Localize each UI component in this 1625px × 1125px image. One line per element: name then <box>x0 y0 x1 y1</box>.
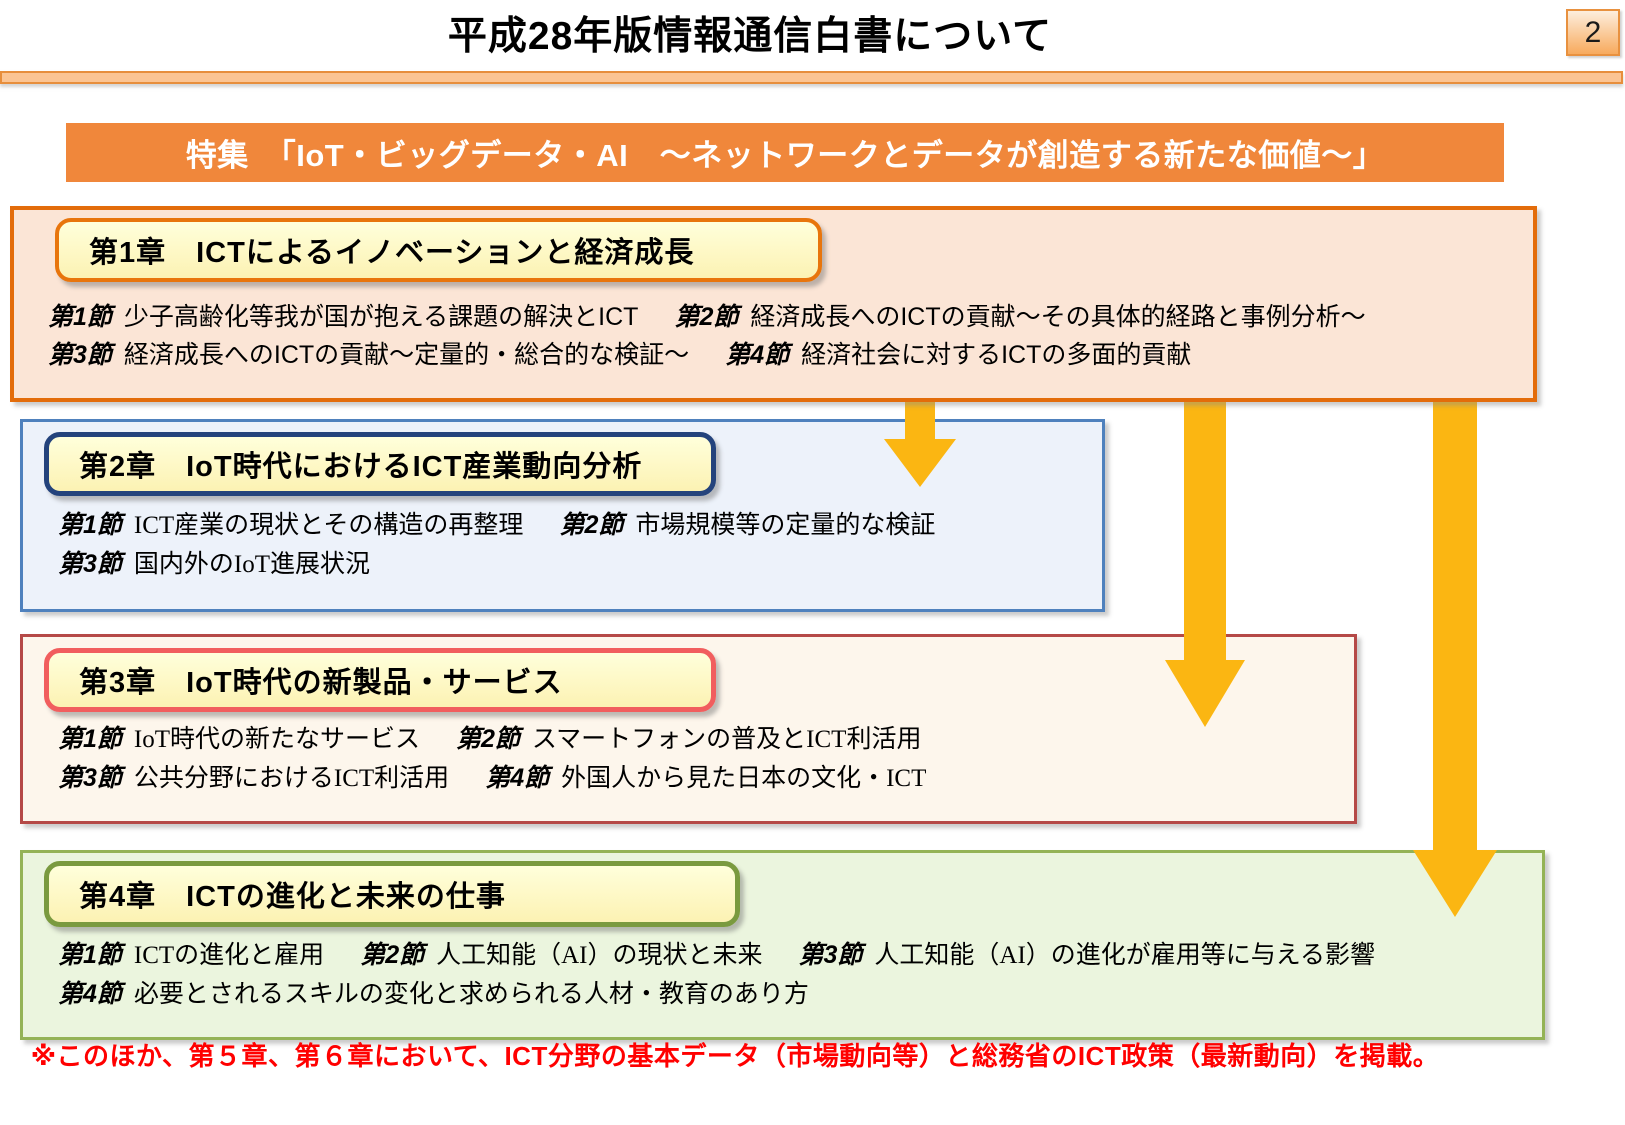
feature-band: 特集 「IoT・ビッグデータ・AI ～ネットワークとデータが創造する新たな価値～… <box>66 123 1504 182</box>
section-number-label: 第2節 <box>360 941 425 969</box>
section-title-text: IoT時代の新たなサービス <box>133 726 421 753</box>
section-title-text: ICT産業の現状とその構造の再整理 <box>133 512 524 539</box>
chapter2-title: 第2章 IoT時代におけるICT産業動向分析 <box>79 451 643 483</box>
chapter4-title-pill: 第4章 ICTの進化と未来の仕事 <box>44 861 740 927</box>
page-title: 平成28年版情報通信白書について <box>447 15 1053 58</box>
section-title-text: ICTの進化と雇用 <box>133 942 325 969</box>
section-number-label: 第1節 <box>58 511 122 539</box>
section-title-text: 経済成長へのICTの貢献～定量的・総合的な検証～ <box>123 341 690 369</box>
section-number-label: 第2節 <box>559 511 624 539</box>
section-title-text: スマートフォンの普及とICT利活用 <box>531 726 922 753</box>
section-line: 第3節公共分野におけるICT利活用 第4節外国人から見た日本の文化・ICT <box>58 759 1338 798</box>
chapter3-sections: 第1節 IoT時代の新たなサービス 第2節スマートフォンの普及とICT利活用第3節公… <box>58 720 1338 798</box>
page-number-badge: 2 <box>1566 9 1620 56</box>
chapter1-title-pill: 第1章 ICTによるイノベーションと経済成長 <box>55 218 822 282</box>
section-title-text: 経済社会に対するICTの多面的貢献 <box>801 341 1192 369</box>
section-line: 第1節 IoT時代の新たなサービス 第2節スマートフォンの普及とICT利活用 <box>58 720 1338 759</box>
chapter4-sections: 第1節 ICTの進化と雇用 第2節人工知能（AI）の現状と未来 第3節人工知能（AI）… <box>58 936 1528 1014</box>
footnote: ※このほか、第５章、第６章において、ICT分野の基本データ（市場動向等）と総務省… <box>30 1041 1440 1071</box>
section-number-label: 第3節 <box>798 941 863 969</box>
section-line: 第3節国内外のIoT進展状況 <box>58 545 1078 584</box>
section-title-text: 市場規模等の定量的な検証 <box>635 512 936 539</box>
section-title-text: 公共分野におけるICT利活用 <box>133 765 450 792</box>
section-line: 第1節 ICTの進化と雇用 第2節人工知能（AI）の現状と未来 第3節人工知能（AI）… <box>58 936 1528 975</box>
feature-band-text: 特集 「IoT・ビッグデータ・AI ～ネットワークとデータが創造する新たな価値～… <box>185 138 1385 173</box>
section-title-text: 国内外のIoT進展状況 <box>133 551 371 578</box>
section-title-text: 少子高齢化等我が国が抱える課題の解決とICT <box>123 303 639 331</box>
section-number-label: 第3節 <box>48 341 112 369</box>
section-title-text: 人工知能（AI）の現状と未来 <box>436 942 763 969</box>
section-title-text: 外国人から見た日本の文化・ICT <box>561 765 927 792</box>
chapter2-title-pill: 第2章 IoT時代におけるICT産業動向分析 <box>44 432 716 496</box>
section-title-text: 必要とされるスキルの変化と求められる人材・教育のあり方 <box>133 981 809 1008</box>
section-line: 第1節 ICT産業の現状とその構造の再整理 第2節市場規模等の定量的な検証 <box>58 506 1078 545</box>
chapter2-sections: 第1節 ICT産業の現状とその構造の再整理 第2節市場規模等の定量的な検証第3節国内… <box>58 506 1078 584</box>
section-number-label: 第2節 <box>456 725 520 753</box>
section-number-label: 第2節 <box>674 303 739 331</box>
chapter4-title: 第4章 ICTの進化と未来の仕事 <box>79 881 506 913</box>
section-number-label: 第4節 <box>58 980 122 1008</box>
section-number-label: 第3節 <box>58 764 122 792</box>
section-line: 第4節必要とされるスキルの変化と求められる人材・教育のあり方 <box>58 975 1528 1014</box>
section-title-text: 人工知能（AI）の進化が雇用等に与える影響 <box>874 942 1376 969</box>
section-line: 第3節経済成長へのICTの貢献～定量的・総合的な検証～ 第4節経済社会に対するIC… <box>48 336 1518 374</box>
chapter3-title-pill: 第3章 IoT時代の新製品・サービス <box>44 648 716 712</box>
header-divider-bar <box>0 71 1623 84</box>
section-number-label: 第1節 <box>48 303 112 331</box>
chapter1-title: 第1章 ICTによるイノベーションと経済成長 <box>89 237 695 269</box>
section-number-label: 第4節 <box>725 341 790 369</box>
section-line: 第1節少子高齢化等我が国が抱える課題の解決とICT 第2節経済成長へのICTの貢献… <box>48 298 1518 336</box>
section-number-label: 第1節 <box>58 941 122 969</box>
page-number: 2 <box>1584 15 1602 49</box>
flow-arrow-ch1-to-ch3-icon <box>1165 390 1245 727</box>
section-number-label: 第4節 <box>485 764 550 792</box>
section-number-label: 第1節 <box>58 725 122 753</box>
section-title-text: 経済成長へのICTの貢献～その具体的経路と事例分析～ <box>750 303 1366 331</box>
flow-arrow-ch1-to-ch4-icon <box>1413 390 1497 917</box>
section-number-label: 第3節 <box>58 550 122 578</box>
chapter3-title: 第3章 IoT時代の新製品・サービス <box>79 667 563 699</box>
flow-arrow-ch1-to-ch2-icon <box>884 390 956 487</box>
